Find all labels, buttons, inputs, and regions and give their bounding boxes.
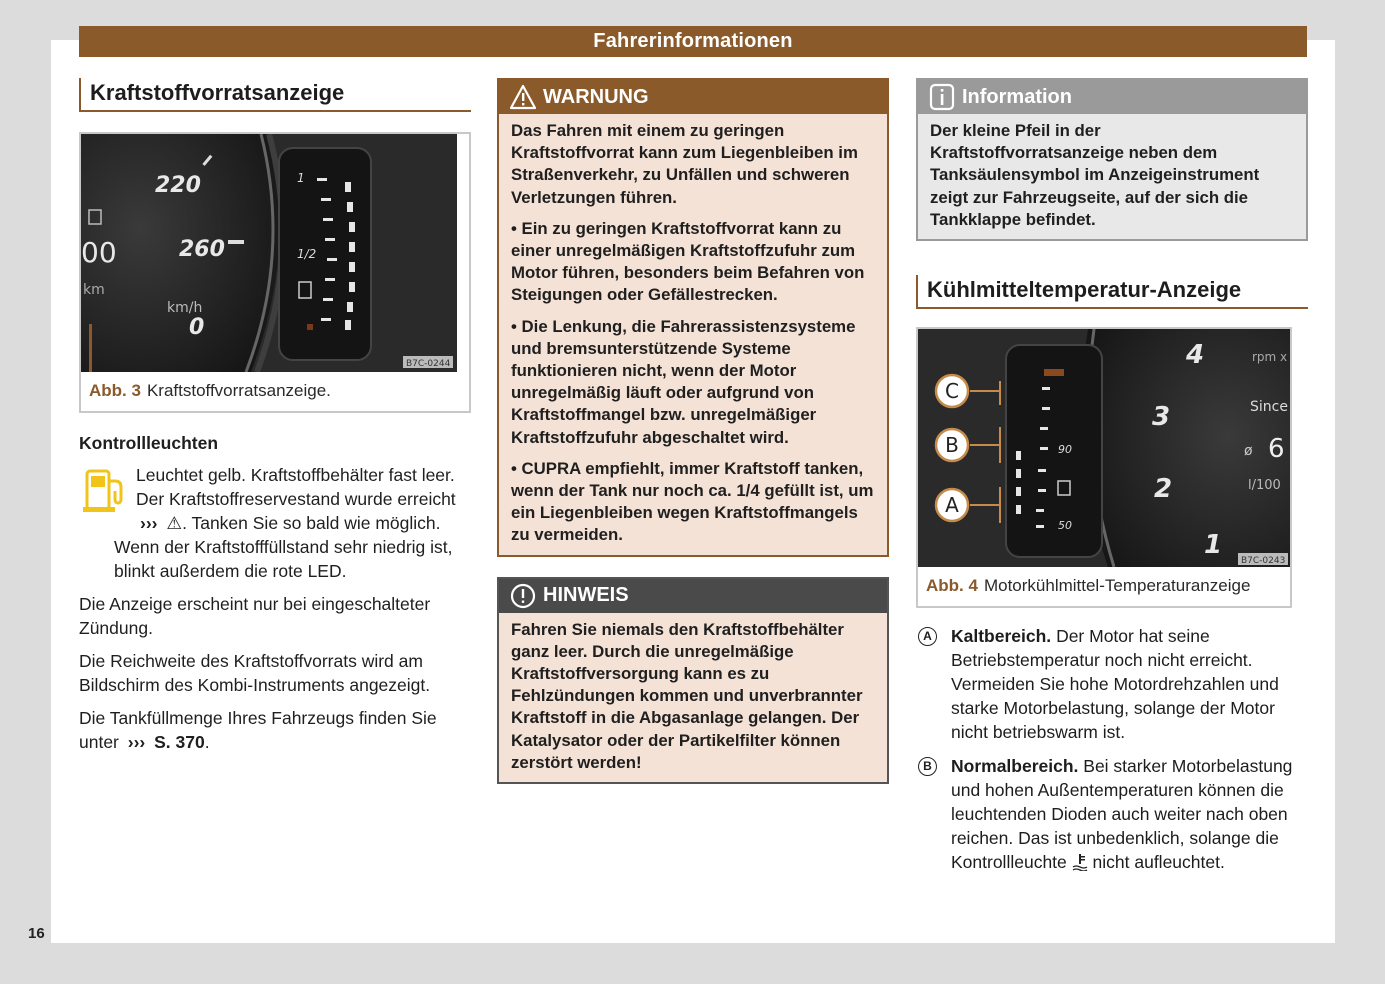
callout-a: A <box>945 493 959 517</box>
legend-term: Kaltbereich. <box>951 626 1052 647</box>
figure-label: Abb. 3 <box>89 381 141 400</box>
paragraph-range: Die Reichweite des Kraftstoffvorrats wir… <box>79 651 431 695</box>
info-icon <box>929 83 955 111</box>
notice-header: HINWEIS <box>499 578 887 613</box>
image-code: B7C-0243 <box>1241 556 1285 566</box>
notice-title: HINWEIS <box>543 584 629 607</box>
callout-c: C <box>945 379 959 403</box>
info-box: Information Der kleine Pfeil in der Kraf… <box>916 78 1308 242</box>
consumption-unit: l/100 <box>1248 478 1281 493</box>
notice-body: Fahren Sie niemals den Kraftstoffbehälte… <box>511 619 863 772</box>
coolant-leds <box>1016 387 1050 529</box>
figure-caption: Abb. 3 Kraftstoffvorratsanzeige. <box>81 372 469 411</box>
kmh-unit: km/h <box>167 300 202 316</box>
reference-arrows: ››› <box>140 513 158 533</box>
legend-text: Der Motor hat seine Betriebstemperatur n… <box>951 626 1279 743</box>
rpm-3: 3 <box>1152 402 1170 432</box>
fuel-gauge-image: 220 260 00 0 km km/h 1 1/2 <box>81 134 457 372</box>
temp-50: 50 <box>1058 519 1072 532</box>
indicator-text-a-wrap: Leuchtet gelb. Kraftstoffbehälter fast l… <box>79 463 471 535</box>
avg-value: 6 <box>1268 434 1285 464</box>
section-title-coolant: Kühlmitteltemperatur-Anzeige <box>916 275 1308 310</box>
tank-capacity-text: Die Tankfüllmenge Ihres Fahrzeugs finden… <box>79 708 437 752</box>
legend-item-cold: A Kaltbereich. Der Motor hat seine Betri… <box>916 624 1308 744</box>
image-code: B7C-0244 <box>406 359 451 369</box>
speed-value: 0 <box>189 315 204 340</box>
column-middle: WARNUNG Das Fahren mit einem zu geringen… <box>497 78 889 785</box>
legend-item-normal: B Normalbereich. Bei starker Motorbelast… <box>916 754 1308 874</box>
warning-bullet: • Die Lenkung, die Fahrerassistenzsystem… <box>511 316 856 447</box>
figure-fuel-gauge: 220 260 00 0 km km/h 1 1/2 <box>79 132 471 413</box>
callout-b: B <box>945 433 959 457</box>
legend-marker-b: B <box>918 757 937 777</box>
km-unit: km <box>83 282 105 298</box>
chapter-header: Fahrerinformationen <box>79 26 1307 57</box>
rpm-unit: rpm x <box>1252 350 1287 364</box>
warning-bullet: • CUPRA empfiehlt, immer Kraftstoff tank… <box>511 458 874 545</box>
subheading-warning-lights: Kontrollleuchten <box>79 433 219 453</box>
figure-caption-text: Motorkühlmittel-Temperaturanzeige <box>983 576 1251 596</box>
info-header: Information <box>918 80 1306 114</box>
legend-text: Bei starker Motorbelastung und hohen Auß… <box>951 756 1293 873</box>
paragraph-ignition: Die Anzeige erscheint nur bei eingeschal… <box>79 594 431 638</box>
indicator-text-b: . Tanken Sie so bald wie möglich. <box>182 513 441 533</box>
sentence-end: . <box>204 732 210 752</box>
warning-header: WARNUNG <box>499 80 887 114</box>
paragraph-tank-capacity: Die Tankfüllmenge Ihres Fahrzeugs finden… <box>79 706 471 754</box>
fuel-pump-gauge-icon <box>298 281 312 299</box>
warning-body: Das Fahren mit einem zu geringen Kraftst… <box>499 114 887 555</box>
coolant-temperature-icon <box>1072 854 1088 872</box>
warning-box: WARNUNG Das Fahren mit einem zu geringen… <box>497 78 889 557</box>
coolant-gauge-image: 4 3 2 1 90 50 rpm x Since ø 6 l/100 <box>918 329 1290 568</box>
page-number: 16 <box>28 925 45 942</box>
gauge-label-260: 260 <box>179 237 225 262</box>
warning-paragraph: Das Fahren mit einem zu geringen Kraftst… <box>511 121 858 207</box>
fuel-full-mark: 1 <box>297 171 305 185</box>
fuel-level-leds <box>317 178 355 330</box>
fuel-small-icon <box>88 209 102 225</box>
info-title: Information <box>962 85 1072 108</box>
legend-term: Normalbereich. <box>951 756 1079 777</box>
legend-marker-a: A <box>918 627 937 647</box>
warning-title: WARNUNG <box>543 85 649 108</box>
rpm-2: 2 <box>1154 474 1172 504</box>
avg-symbol: ø <box>1244 443 1253 459</box>
indicator-text-c: Wenn der Kraftstofffüllstand sehr niedri… <box>114 537 453 581</box>
coolant-gauge-icon <box>1057 480 1071 496</box>
fuel-pump-icon <box>83 469 123 512</box>
legend-text-end: nicht aufleuchtet. <box>1092 852 1225 873</box>
section-title-fuel: Kraftstoffvorratsanzeige <box>79 78 471 112</box>
gauge-label-220: 220 <box>155 173 201 198</box>
warning-triangle-icon <box>509 84 537 110</box>
notice-box: HINWEIS Fahren Sie niemals den Kraftstof… <box>497 576 889 785</box>
indicator-fuel-low: Leuchtet gelb. Kraftstoffbehälter fast l… <box>79 463 471 583</box>
callout-markers <box>934 373 970 523</box>
figure-caption-text: Kraftstoffvorratsanzeige. <box>146 381 331 400</box>
figure-coolant-gauge: 4 3 2 1 90 50 rpm x Since ø 6 l/100 <box>916 327 1292 609</box>
page-reference-link[interactable]: S. 370 <box>154 732 205 752</box>
fuel-half-mark: 1/2 <box>297 247 316 261</box>
rpm-4: 4 <box>1185 340 1204 370</box>
column-left: Kraftstoffvorratsanzeige 220 260 00 0 km… <box>79 78 471 754</box>
warning-bullet: • Ein zu geringen Kraftstoffvorrat kann … <box>511 218 865 305</box>
rpm-1: 1 <box>1204 530 1222 560</box>
warning-triangle-icon: ⚠ <box>166 513 183 533</box>
column-right: Information Der kleine Pfeil in der Kraf… <box>916 78 1308 874</box>
info-body: Der kleine Pfeil in der Kraftstoffvorrat… <box>930 121 1260 229</box>
indicator-text-a: Leuchtet gelb. Kraftstoffbehälter fast l… <box>136 465 456 509</box>
figure-label: Abb. 4 <box>926 576 978 596</box>
exclamation-circle-icon <box>510 583 536 608</box>
since-label: Since <box>1250 399 1288 415</box>
temp-90: 90 <box>1058 443 1072 456</box>
odometer-value: 00 <box>81 236 117 269</box>
reference-arrows: ››› <box>127 732 146 752</box>
